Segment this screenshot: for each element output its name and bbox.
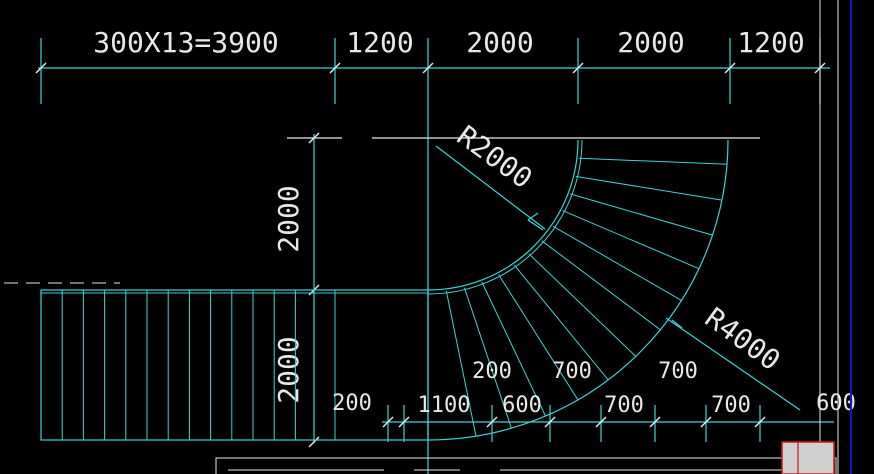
winder-tread-line	[498, 274, 579, 401]
inner-label-700-a: 700	[552, 359, 592, 384]
winder-tread-line	[578, 157, 728, 165]
top-dim-label-4: 1200	[737, 26, 804, 59]
bottom-dim-label-700-b: 700	[711, 393, 751, 418]
top-dim-label-1: 1200	[346, 26, 413, 59]
radius-label-inner: R2000	[451, 119, 539, 195]
inner-label-200: 200	[472, 359, 512, 384]
winder-tread-line	[481, 281, 546, 417]
top-dim-label-2: 2000	[466, 26, 533, 59]
grip-marker[interactable]	[781, 441, 835, 474]
drawing-frame	[215, 0, 852, 474]
winder-tread-line	[445, 290, 477, 437]
winder-tread-line	[541, 240, 661, 331]
winder-tread-line	[463, 287, 512, 429]
bottom-dim-label-600: 600	[502, 393, 542, 418]
bottom-dim-label-700-a: 700	[604, 393, 644, 418]
left-dim-label-lower: 2000	[272, 336, 305, 403]
inner-label-700-b: 700	[658, 359, 698, 384]
winder-tread-line	[575, 175, 722, 201]
bottom-dim-label-600-end: 600	[816, 391, 856, 416]
top-dim-label-3: 2000	[617, 26, 684, 59]
bottom-dimension-chain	[382, 405, 834, 442]
bottom-dim-label-200: 200	[332, 391, 372, 416]
winder-tread-line	[569, 193, 713, 236]
top-dim-label-stair-run: 300X13=3900	[93, 26, 278, 59]
bottom-dim-label-1100: 1100	[418, 393, 471, 418]
radius-leaders	[435, 145, 801, 411]
winder-tread-line	[562, 210, 700, 270]
winder-tread-line	[552, 225, 682, 301]
straight-flight	[40, 289, 429, 441]
winder-tread-line	[513, 264, 609, 381]
left-dim-label-upper: 2000	[272, 185, 305, 252]
curved-flight	[427, 139, 729, 441]
radius-label-outer: R4000	[699, 301, 787, 377]
winder-tread-line	[528, 253, 637, 357]
